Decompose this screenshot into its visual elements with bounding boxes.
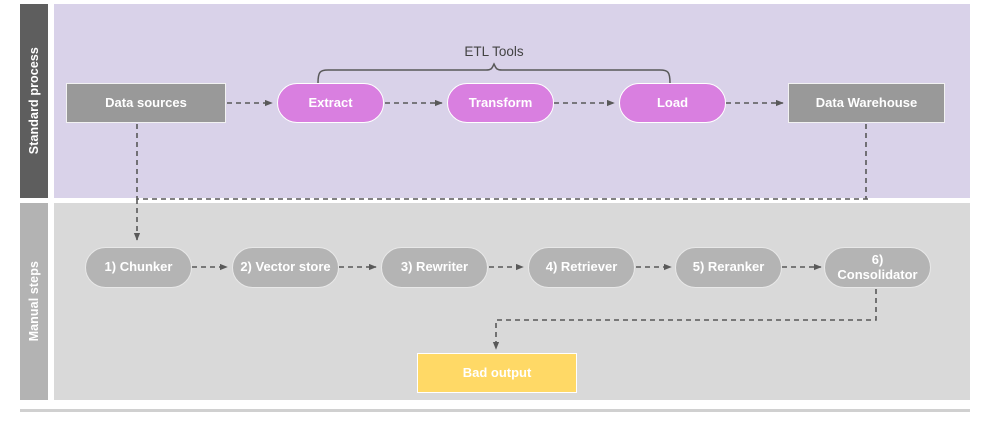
node-data-sources[interactable]: Data sources	[66, 83, 226, 123]
node-rewriter-label: 3) Rewriter	[400, 259, 469, 275]
node-bad-output-label: Bad output	[462, 364, 532, 380]
node-data-warehouse-label: Data Warehouse	[815, 94, 918, 110]
node-reranker[interactable]: 5) Reranker	[675, 247, 782, 288]
node-bad-output[interactable]: Bad output	[417, 353, 577, 393]
node-consolidator-label: 6) Consolidator	[837, 251, 918, 282]
node-reranker-label: 5) Reranker	[692, 259, 765, 275]
node-chunker-label: 1) Chunker	[104, 259, 173, 275]
node-rewriter[interactable]: 3) Rewriter	[381, 247, 488, 288]
etl-tools-label: ETL Tools	[464, 44, 524, 59]
lane-label-standard-process: Standard process	[20, 4, 48, 198]
node-transform-label: Transform	[468, 94, 533, 110]
lane-label-manual-steps: Manual steps	[20, 203, 48, 400]
node-retriever[interactable]: 4) Retriever	[528, 247, 635, 288]
node-extract[interactable]: Extract	[277, 83, 384, 123]
node-vector-store-label: 2) Vector store	[240, 259, 331, 275]
node-transform[interactable]: Transform	[447, 83, 554, 123]
node-retriever-label: 4) Retriever	[545, 259, 618, 275]
node-load-label: Load	[656, 94, 689, 110]
node-data-sources-label: Data sources	[105, 94, 187, 110]
lane-title-standard-process: Standard process	[27, 47, 41, 155]
lane-title-manual-steps: Manual steps	[27, 261, 41, 342]
node-extract-label: Extract	[308, 94, 353, 110]
node-vector-store[interactable]: 2) Vector store	[232, 247, 339, 288]
node-load[interactable]: Load	[619, 83, 726, 123]
bottom-divider-rule	[20, 409, 970, 412]
node-chunker[interactable]: 1) Chunker	[85, 247, 192, 288]
node-data-warehouse[interactable]: Data Warehouse	[788, 83, 945, 123]
node-consolidator[interactable]: 6) Consolidator	[824, 247, 931, 288]
